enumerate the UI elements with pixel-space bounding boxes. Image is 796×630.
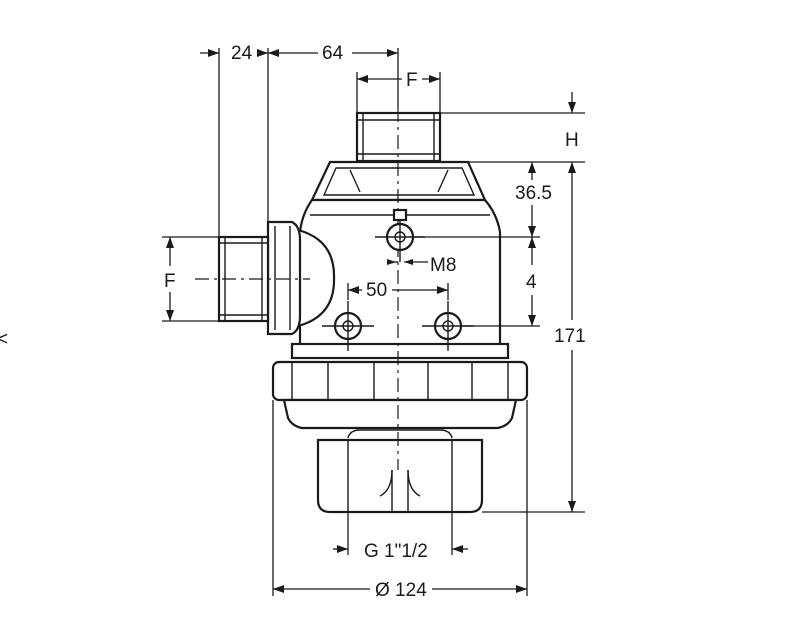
dim-f-left-label: F [164,271,176,292]
filter-body [217,111,529,514]
edge-glyph: < [0,329,8,350]
inlet-flange [266,220,302,336]
dimension-lines [162,48,585,596]
dim-171-label: 171 [554,326,586,347]
dim-g-label: G 1"1/2 [364,541,428,562]
dim-h-label: H [565,130,579,151]
dim-f-top-label: F [406,70,418,91]
dim-36-5-label: 36.5 [515,183,552,204]
locking-ring [271,360,529,402]
dim-4-label: 4 [526,272,537,293]
mounting-hole-left [322,301,374,351]
filter-bowl [282,398,518,430]
dim-diameter-label: Ø 124 [375,580,427,601]
mounting-hole-top [375,208,425,262]
dim-64-label: 64 [322,43,344,64]
dimension-labels: 24 64 F H 36.5 M8 4 50 171 F G 1"1/2 Ø 1… [0,43,586,601]
dim-50-label: 50 [366,280,387,301]
dim-24-label: 24 [231,43,253,64]
inlet-boss [296,228,336,328]
drain-housing [316,438,484,514]
centerlines [195,108,399,470]
dim-m8-label: M8 [430,255,456,276]
